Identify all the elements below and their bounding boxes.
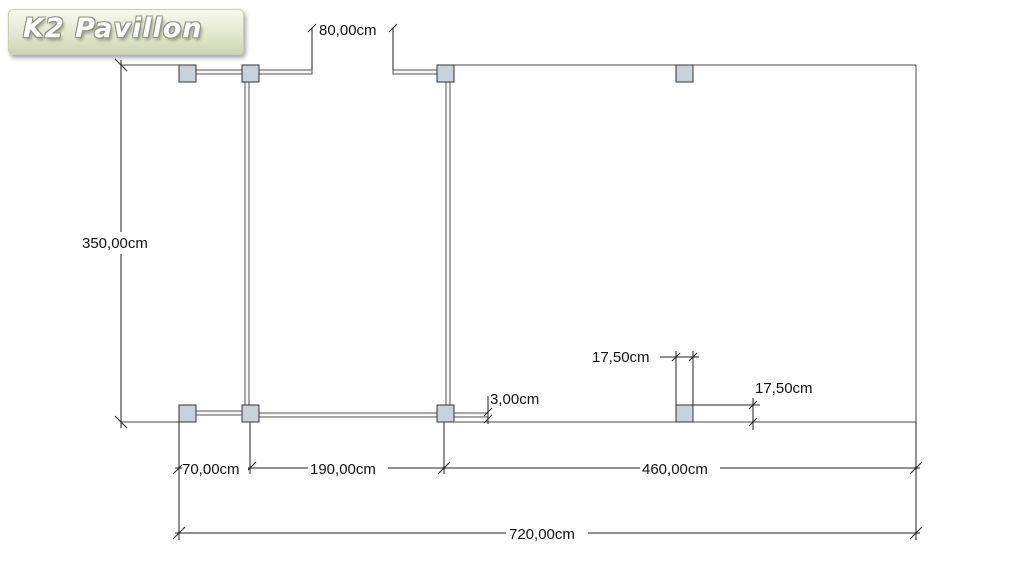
- posts: [178, 64, 694, 423]
- left-vertical-glass-wall: [244, 81, 250, 407]
- bottom-left-glass-wall: [193, 410, 245, 416]
- dimension-depth: 350,00cm: [80, 58, 162, 429]
- dimension-label: 460,00cm: [642, 461, 708, 478]
- dimension-label: 720,00cm: [509, 526, 575, 543]
- dimension-door-opening: 80,00cm: [307, 22, 398, 70]
- top-right-glass-wall: [392, 69, 440, 75]
- post: [178, 404, 197, 423]
- dimension-label: 3,00cm: [490, 391, 539, 408]
- pavilion-outline: [121, 64, 917, 423]
- logo-text: K2 Pavillon: [23, 13, 203, 44]
- dimension-post-depth: 17,50cm: [693, 380, 813, 430]
- bottom-middle-glass-wall: [257, 412, 439, 418]
- dimension-label: 17,50cm: [755, 380, 813, 397]
- dimension-post-width: 17,50cm: [592, 349, 699, 405]
- bottom-right-glass-wall: [453, 412, 489, 418]
- dimension-label: 80,00cm: [319, 22, 377, 39]
- post: [241, 404, 260, 423]
- glass-walls: [193, 69, 489, 418]
- right-vertical-glass-wall: [445, 81, 451, 407]
- post: [241, 64, 260, 83]
- post: [436, 404, 455, 423]
- post: [675, 64, 694, 83]
- post: [436, 64, 455, 83]
- dimension-label: 70,00cm: [182, 461, 240, 478]
- dimension-glass-gap: 3,00cm: [483, 391, 539, 424]
- logo: K2 Pavillon: [8, 9, 244, 55]
- dimension-total-width: 720,00cm: [172, 524, 923, 543]
- post: [675, 404, 694, 423]
- dimension-label: 350,00cm: [82, 235, 148, 252]
- post: [178, 64, 197, 83]
- dimension-label: 17,50cm: [592, 349, 650, 366]
- dimension-label: 190,00cm: [310, 461, 376, 478]
- dimension-segments: 70,00cm 190,00cm 460,00cm: [172, 422, 923, 540]
